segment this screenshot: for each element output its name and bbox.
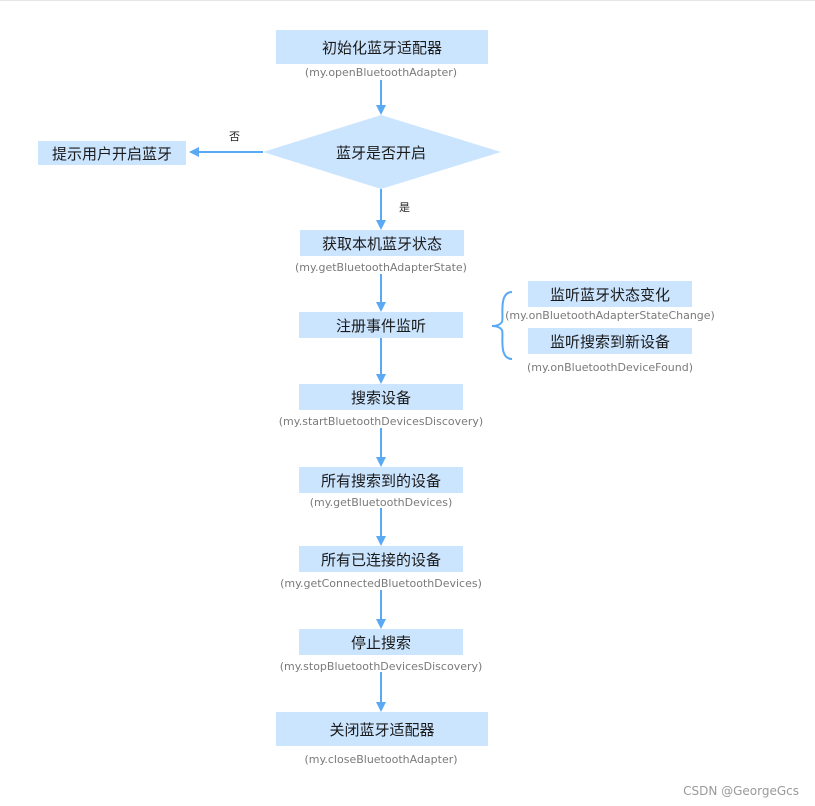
api-close-adapter: (my.closeBluetoothAdapter): [304, 753, 458, 766]
node-listen-found: 监听搜索到新设备: [528, 328, 692, 354]
top-divider: [0, 0, 815, 1]
edge-label-yes: 是: [399, 201, 410, 214]
api-stop-search: (my.stopBluetoothDevicesDiscovery): [279, 660, 483, 673]
api-listen-state: (my.onBluetoothAdapterStateChange): [505, 309, 715, 322]
node-init-adapter: 初始化蓝牙适配器: [276, 30, 488, 64]
node-all-found: 所有搜索到的设备: [299, 467, 463, 493]
node-decision: 蓝牙是否开启: [335, 143, 426, 162]
node-close-adapter: 关闭蓝牙适配器: [276, 712, 488, 746]
node-register-events: 注册事件监听: [299, 312, 463, 338]
event-listener-brace: [491, 291, 513, 360]
node-prompt-user: 提示用户开启蓝牙: [38, 141, 186, 165]
edge-label-no: 否: [229, 130, 240, 143]
api-all-connected: (my.getConnectedBluetoothDevices): [280, 577, 482, 590]
api-search-devices: (my.startBluetoothDevicesDiscovery): [278, 415, 484, 428]
api-all-found: (my.getBluetoothDevices): [309, 496, 453, 509]
decision-diamond: [263, 115, 501, 189]
node-search-devices: 搜索设备: [299, 384, 463, 410]
node-all-connected: 所有已连接的设备: [299, 546, 463, 572]
api-get-state: (my.getBluetoothAdapterState): [295, 261, 467, 274]
api-listen-found: (my.onBluetoothDeviceFound): [526, 361, 694, 374]
node-stop-search: 停止搜索: [299, 629, 463, 655]
api-init-adapter: (my.openBluetoothAdapter): [304, 66, 458, 79]
node-get-state: 获取本机蓝牙状态: [300, 230, 464, 256]
node-listen-state: 监听蓝牙状态变化: [528, 281, 692, 307]
watermark: CSDN @GeorgeGcs: [683, 784, 799, 798]
